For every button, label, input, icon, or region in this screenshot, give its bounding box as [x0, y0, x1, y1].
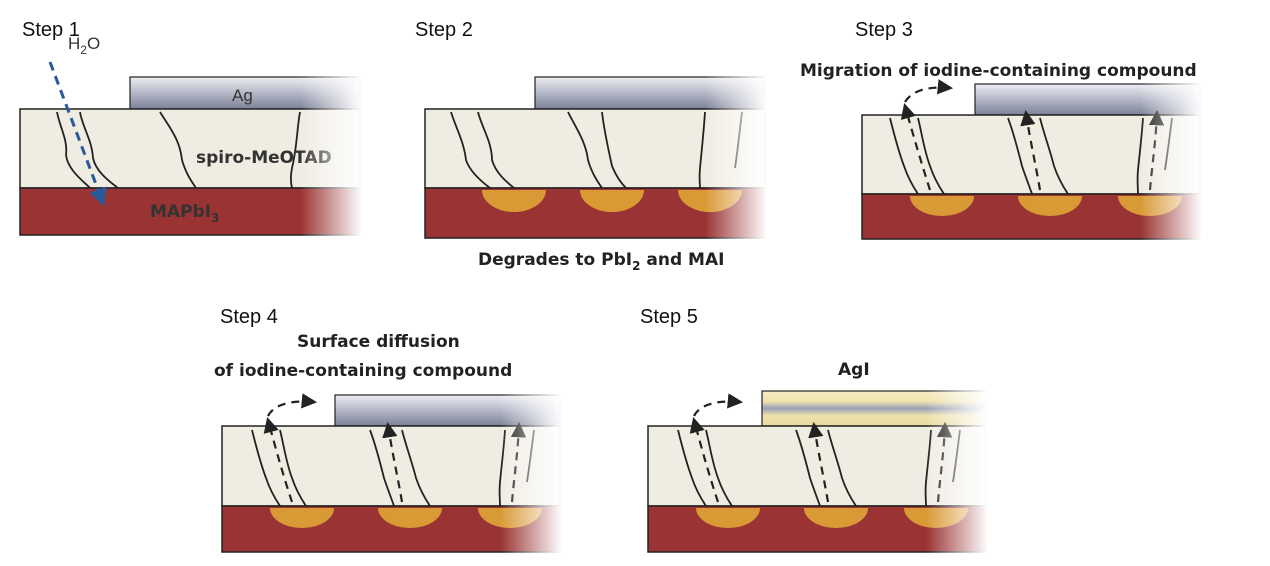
step-4-caption-line-2: of iodine-containing compound: [214, 361, 512, 381]
fade-overlay: [926, 386, 988, 556]
step-3-caption: Migration of iodine-containing compound: [800, 61, 1197, 81]
step-5-panel: Step 5 AgI: [640, 306, 988, 556]
spiro-meotad-label: spiro-MeOTAD: [196, 148, 332, 168]
step-4-panel: Step 4 Surface diffusion of iodine-conta…: [214, 306, 562, 556]
fade-overlay: [500, 390, 562, 556]
pbi2-spots: [696, 508, 968, 528]
fade-overlay: [705, 70, 767, 242]
step-4-label: Step 4: [220, 306, 278, 328]
ag-label: Ag: [232, 86, 253, 105]
step-1-panel: Step 1 Ag H2O spiro-MeOTAD MAPbI3: [19, 19, 362, 240]
step-2-label: Step 2: [415, 19, 473, 41]
fade-overlay: [1140, 80, 1202, 244]
step-3-panel: Step 3 Migration of iodine-containing co…: [800, 19, 1202, 244]
step-5-label: Step 5: [640, 306, 698, 328]
step-2-panel: Step 2 Degrades to PbI2 and MAI: [415, 19, 767, 273]
step-3-label: Step 3: [855, 19, 913, 41]
water-diffusion-arrow: [48, 61, 107, 207]
step-1-label: Step 1: [22, 19, 80, 41]
step-5-caption: AgI: [838, 360, 870, 380]
step-4-caption-line-1: Surface diffusion: [297, 332, 460, 352]
step-2-caption: Degrades to PbI2 and MAI: [478, 250, 724, 273]
grain-boundaries: [56, 111, 301, 189]
fade-overlay: [300, 70, 362, 240]
mapbi3-label: MAPbI3: [150, 202, 219, 225]
h2o-label: H2O: [68, 34, 100, 57]
pbi2-spots: [482, 190, 742, 212]
